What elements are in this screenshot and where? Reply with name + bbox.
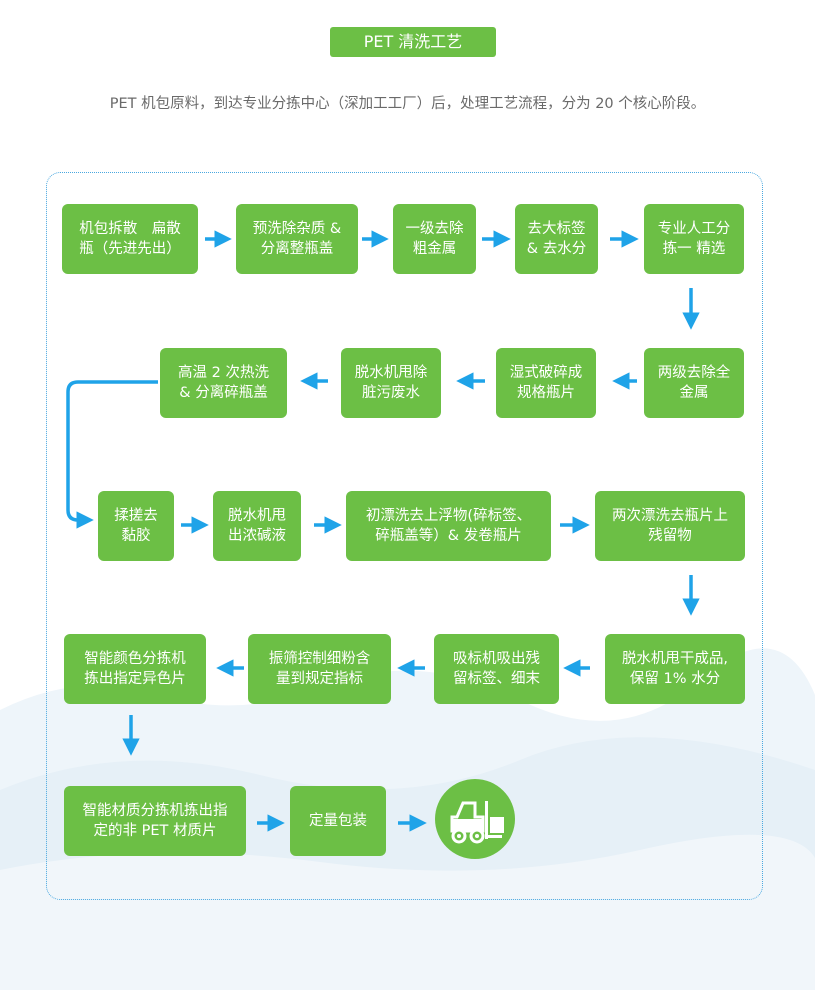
forklift-icon xyxy=(450,801,504,844)
step-12-first-rinse: 初漂洗去上浮物(碎标签、 碎瓶盖等）& 发卷瓶片 xyxy=(346,491,551,561)
page-subtitle: PET 机包原料，到达专业分拣中心（深加工工厂）后，处理工艺流程，分为 20 个… xyxy=(109,96,706,112)
step-18-material-sorter: 智能材质分拣机拣出指 定的非 PET 材质片 xyxy=(64,786,246,856)
step-15-label-suction: 吸标机吸出残 留标签、细末 xyxy=(434,634,559,704)
step-5-manual-sorting: 专业人工分 拣一 精选 xyxy=(644,204,744,274)
step-10-rub-glue: 揉搓去 黏胶 xyxy=(98,491,174,561)
final-stage-circle xyxy=(435,779,515,859)
step-3-remove-coarse-metal: 一级去除 粗金属 xyxy=(393,204,476,274)
step-2-prewash: 预洗除杂质 & 分离整瓶盖 xyxy=(236,204,358,274)
step-8-dewater-dirty: 脱水机甩除 脏污废水 xyxy=(341,348,441,418)
step-9-hot-wash: 高温 2 次热洗 & 分离碎瓶盖 xyxy=(160,348,287,418)
step-17-color-sorter: 智能颜色分拣机 拣出指定异色片 xyxy=(64,634,206,704)
step-4-remove-labels: 去大标签 & 去水分 xyxy=(515,204,598,274)
step-11-dewater-alkali: 脱水机甩 出浓碱液 xyxy=(213,491,301,561)
step-14-dewater-final: 脱水机甩干成品, 保留 1% 水分 xyxy=(605,634,745,704)
step-1-unpack: 机包拆散 扁散 瓶（先进先出） xyxy=(62,204,198,274)
step-19-packaging: 定量包装 xyxy=(290,786,386,856)
page-title: PET 清洗工艺 xyxy=(330,27,496,57)
step-6-remove-all-metal: 两级去除全 金属 xyxy=(644,348,744,418)
step-13-double-rinse: 两次漂洗去瓶片上 残留物 xyxy=(595,491,745,561)
step-7-wet-crushing: 湿式破碎成 规格瓶片 xyxy=(496,348,596,418)
step-16-vibrating-screen: 振筛控制细粉含 量到规定指标 xyxy=(248,634,391,704)
process-frame xyxy=(46,172,763,900)
